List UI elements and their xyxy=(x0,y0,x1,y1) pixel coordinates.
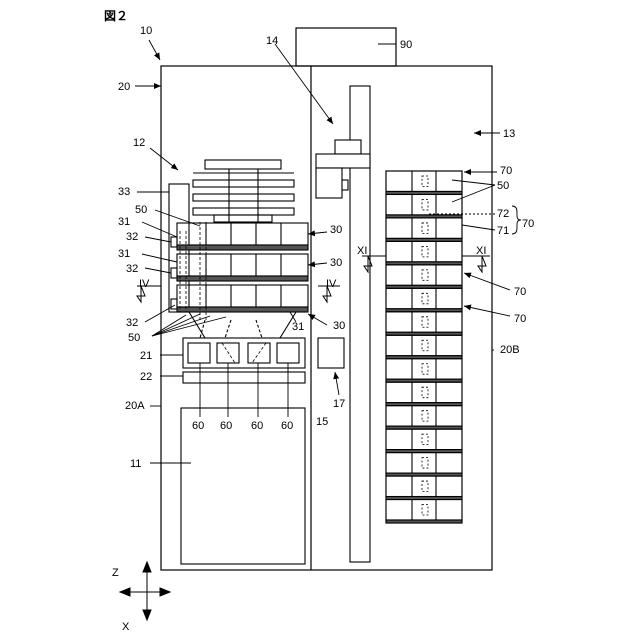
stock-bin xyxy=(386,453,462,476)
cell-links xyxy=(222,343,266,363)
label-30-a: 30 xyxy=(330,224,342,236)
label-70-mid: 70 xyxy=(514,286,526,298)
label-60-1: 60 xyxy=(192,420,204,432)
label-31-a: 31 xyxy=(118,216,130,228)
robot-head xyxy=(316,154,370,168)
stock-bin xyxy=(386,288,462,311)
axes xyxy=(120,562,170,620)
leader-lines xyxy=(135,40,510,463)
axis-z-label: Z xyxy=(112,567,119,579)
stock-bin xyxy=(386,265,462,288)
section-xi-right: XI xyxy=(476,245,486,257)
label-32-a: 32 xyxy=(126,231,138,243)
label-14: 14 xyxy=(266,35,278,47)
funnel-lines xyxy=(200,320,262,338)
lid-top xyxy=(205,160,281,169)
lid-plate xyxy=(193,180,294,187)
stock-bin xyxy=(386,218,462,241)
stock-bin xyxy=(386,359,462,382)
stock-bin xyxy=(386,476,462,499)
stock-frame xyxy=(386,171,462,523)
stock-bin xyxy=(386,241,462,264)
sensor-32 xyxy=(171,268,177,278)
label-21: 21 xyxy=(140,350,152,362)
label-60-4: 60 xyxy=(281,420,293,432)
label-11: 11 xyxy=(130,458,141,470)
robot-arm-top xyxy=(335,140,361,154)
lid-plate xyxy=(193,194,294,201)
label-50-lower: 50 xyxy=(128,332,140,344)
label-30-c: 30 xyxy=(333,320,345,332)
label-60-3: 60 xyxy=(251,420,263,432)
top-unit-90 xyxy=(296,28,396,66)
axis-x-label: X xyxy=(122,621,130,633)
stock-bin xyxy=(386,429,462,452)
shelf-30 xyxy=(177,285,308,312)
unit-22 xyxy=(183,372,305,383)
label-20b: 20B xyxy=(500,344,520,356)
label-30-b: 30 xyxy=(330,257,342,269)
label-70-bracket: 70 xyxy=(522,218,534,230)
label-31-c: 31 xyxy=(292,321,304,333)
stock-bin xyxy=(386,171,462,194)
shelf-30 xyxy=(177,223,308,250)
sensor-32 xyxy=(171,299,177,309)
lid-plate xyxy=(193,208,294,215)
label-50-right: 50 xyxy=(497,180,509,192)
cell-60 xyxy=(277,343,299,363)
stock-bin xyxy=(386,382,462,405)
lid-bottom xyxy=(214,215,272,222)
shelf-30 xyxy=(177,254,308,281)
label-32-c: 32 xyxy=(126,317,138,329)
label-33: 33 xyxy=(118,186,130,198)
unit-17 xyxy=(318,338,344,368)
storage-12 xyxy=(169,160,308,338)
cell-60 xyxy=(188,343,210,363)
label-17: 17 xyxy=(333,398,345,410)
label-15: 15 xyxy=(316,416,328,428)
label-70-top: 70 xyxy=(500,165,512,177)
label-90: 90 xyxy=(400,39,412,51)
sensor-32 xyxy=(171,237,177,247)
label-20a: 20A xyxy=(125,400,145,412)
lower-unit xyxy=(181,338,344,564)
cell-60 xyxy=(217,343,239,363)
label-31-b: 31 xyxy=(118,248,130,260)
label-12: 12 xyxy=(133,137,145,149)
section-iv-left: IV xyxy=(139,278,150,290)
label-22: 22 xyxy=(140,371,152,383)
label-60-2: 60 xyxy=(220,420,232,432)
label-70-low: 70 xyxy=(514,313,526,325)
section-xi-left: XI xyxy=(357,245,367,257)
label-71: 71 xyxy=(497,225,509,237)
stock-bin xyxy=(386,312,462,335)
label-50-upper: 50 xyxy=(135,204,147,216)
robot-body xyxy=(316,168,342,198)
robot-grip xyxy=(342,180,348,190)
bracket-70 xyxy=(512,206,521,234)
label-10: 10 xyxy=(140,25,152,37)
stock-bin xyxy=(386,335,462,358)
label-72: 72 xyxy=(497,208,509,220)
stock-bin xyxy=(386,500,462,523)
funnel xyxy=(189,312,296,338)
housing-outline xyxy=(161,66,492,570)
section-iv-right: IV xyxy=(326,278,337,290)
storage-13 xyxy=(386,171,462,523)
label-32-b: 32 xyxy=(126,263,138,275)
label-13: 13 xyxy=(503,128,515,140)
figure-title: 図２ xyxy=(104,9,128,23)
stock-bin xyxy=(386,406,462,429)
label-20: 20 xyxy=(118,81,130,93)
reference-labels: 10 20 90 14 13 12 33 70 50 50 72 70 71 3… xyxy=(112,25,534,633)
